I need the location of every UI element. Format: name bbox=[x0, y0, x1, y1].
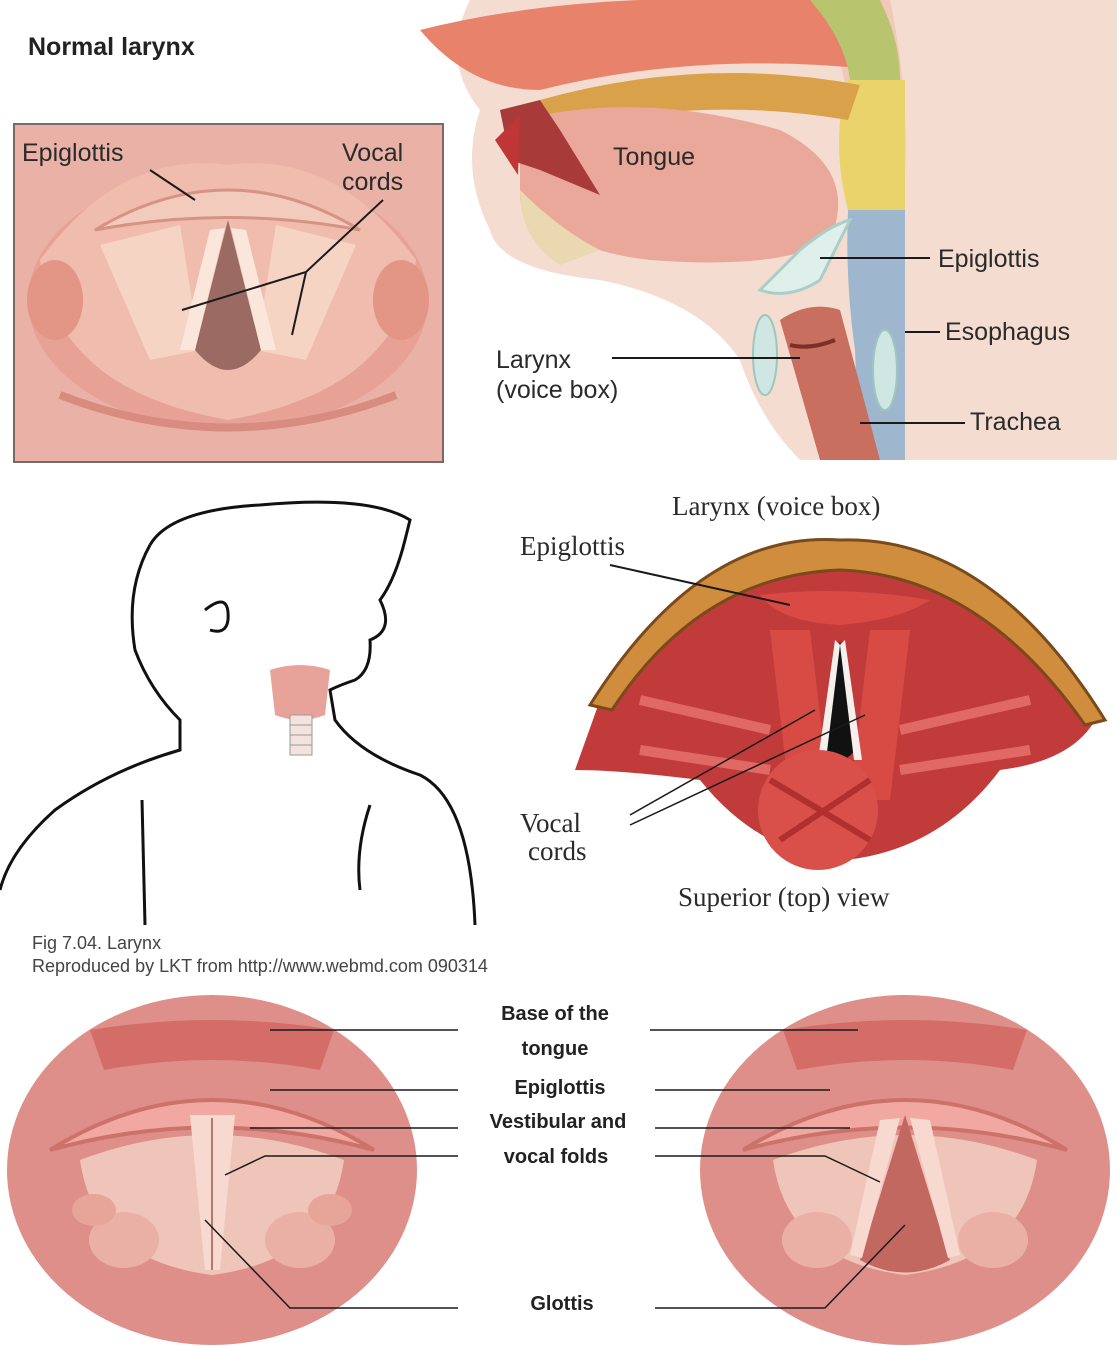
superior-vocal-label-line1: Vocal bbox=[520, 808, 581, 838]
figure-caption-line1: Fig 7.04. Larynx bbox=[32, 933, 161, 953]
superior-epiglottis-label: Epiglottis bbox=[520, 531, 625, 561]
inset-vocal-label-line1: Vocal bbox=[342, 139, 403, 167]
vocal-folds-comparison-panel: Base of the tongue Epiglottis Vestibular… bbox=[0, 990, 1117, 1346]
larynx-superior-panel: Larynx (voice box) Epiglottis Vocal cord… bbox=[0, 470, 1117, 990]
base-tongue-label-line2: tongue bbox=[522, 1038, 589, 1060]
comparison-epiglottis-label: Epiglottis bbox=[514, 1077, 605, 1099]
base-tongue-label-line1: Base of the bbox=[501, 1003, 609, 1025]
silhouette-larynx-inset bbox=[270, 665, 330, 755]
left-laryngoscopic-view bbox=[7, 995, 417, 1345]
sagittal-epiglottis-label: Epiglottis bbox=[938, 245, 1039, 273]
glottis-label: Glottis bbox=[530, 1293, 593, 1315]
superior-view-drawing bbox=[575, 539, 1105, 870]
trachea-label: Trachea bbox=[970, 408, 1061, 436]
inset-vocal-label-line2: cords bbox=[342, 168, 403, 196]
superior-title: Larynx (voice box) bbox=[672, 491, 880, 521]
normal-larynx-title: Normal larynx bbox=[28, 33, 195, 61]
figure-caption-line2: Reproduced by LKT from http://www.webmd.… bbox=[32, 956, 488, 976]
right-laryngoscopic-view bbox=[700, 995, 1110, 1345]
sagittal-head-neck: Tongue Epiglottis Esophagus Larynx (voic… bbox=[420, 0, 1117, 460]
larynx-label-line2: (voice box) bbox=[496, 376, 618, 404]
larynx-label-line1: Larynx bbox=[496, 346, 572, 374]
normal-larynx-panel: Normal larynx Epiglottis Vocal cords bbox=[0, 0, 1117, 470]
vestibular-label-line2: vocal folds bbox=[504, 1146, 608, 1168]
superior-view-label: Superior (top) view bbox=[678, 882, 890, 912]
superior-vocal-label-line2: cords bbox=[528, 836, 586, 866]
vestibular-label-line1: Vestibular and bbox=[490, 1111, 627, 1133]
person-silhouette bbox=[0, 502, 475, 925]
tongue-label: Tongue bbox=[613, 143, 695, 171]
inset-epiglottis-label: Epiglottis bbox=[22, 139, 123, 167]
laryngoscopic-inset: Epiglottis Vocal cords bbox=[14, 124, 443, 462]
esophagus-label: Esophagus bbox=[945, 318, 1070, 346]
